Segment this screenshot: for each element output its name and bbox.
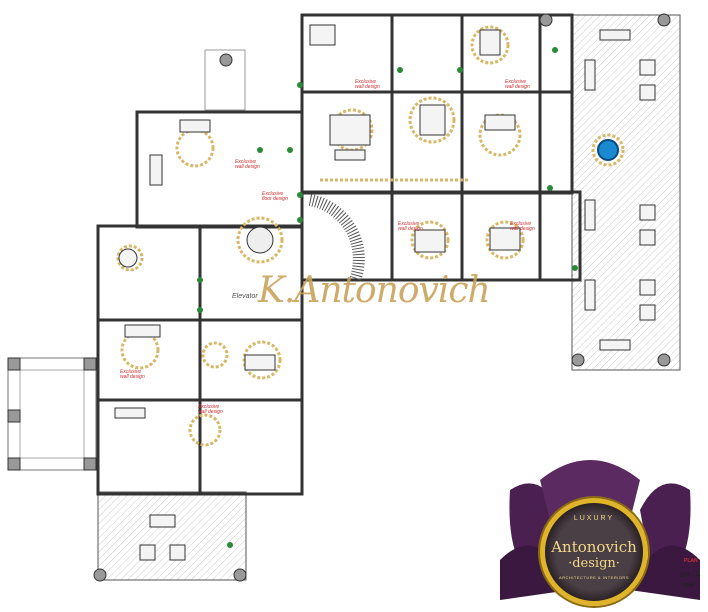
room-label: Exclusive wall design bbox=[235, 159, 260, 170]
balcony-posts bbox=[7, 13, 671, 582]
title-block-sheet: OP - 4 bbox=[680, 572, 701, 579]
furniture bbox=[114, 24, 656, 561]
logo-tagline: ARCHITECTURE & INTERIORS bbox=[558, 575, 629, 580]
walls bbox=[96, 13, 582, 496]
spiral-staircase bbox=[308, 194, 365, 283]
room-label: Exclusive wall design bbox=[505, 79, 530, 90]
room-label: Exclusive wall design bbox=[198, 404, 223, 415]
rotunda bbox=[246, 226, 274, 254]
title-block-plan: PLAN bbox=[684, 558, 698, 564]
elevator-label: Elevator bbox=[232, 293, 258, 300]
brand-logo: LUXURY Antonovich ·design· ARCHITECTURE … bbox=[540, 498, 648, 606]
room-label: Exclusive floor design bbox=[262, 191, 288, 202]
room-label: Exclusive wall design bbox=[398, 221, 423, 232]
plants bbox=[197, 47, 578, 548]
title-block-name: me bbox=[684, 582, 695, 589]
terraces bbox=[7, 14, 681, 581]
logo-name: Antonovich bbox=[551, 538, 637, 556]
logo-sub: ·design· bbox=[568, 556, 620, 571]
room-label: Exclusive wall design bbox=[510, 221, 535, 232]
logo-top-text: LUXURY bbox=[573, 515, 615, 522]
room-label: Exclusive wall design bbox=[355, 79, 380, 90]
fountain bbox=[597, 139, 619, 161]
watermark: K.Antonovich bbox=[258, 270, 491, 311]
room-label: Exclusive wall design bbox=[120, 369, 145, 380]
